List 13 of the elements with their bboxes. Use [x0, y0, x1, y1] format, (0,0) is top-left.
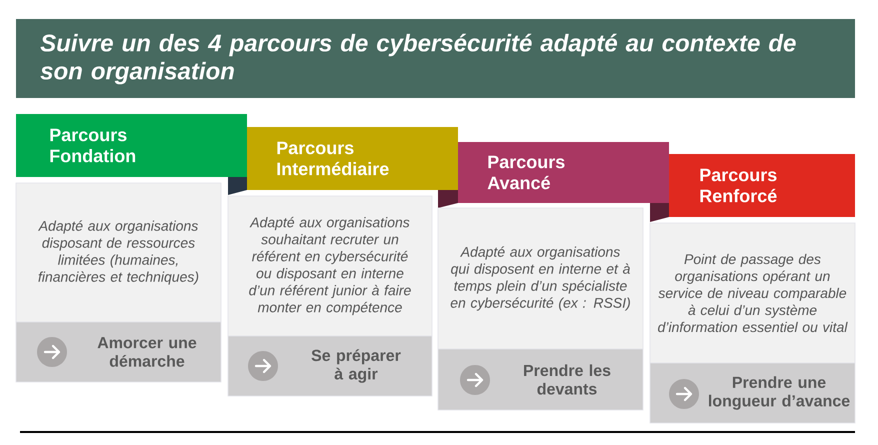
- description-card: Adapté aux organisations qui disposent en interne et à temps plein d’un spécialiste en cybersécurité (ex : RSSI): [438, 208, 644, 350]
- header-ribbon: Parcours Renforcé: [669, 154, 855, 217]
- action-box: Prendre une longueur d’avance: [650, 362, 856, 424]
- header-ribbon: Parcours Fondation: [16, 114, 247, 177]
- header-ribbon: Parcours Avancé: [458, 142, 669, 203]
- action-box: Amorcer une démarche: [16, 322, 222, 382]
- header-ribbon: Parcours Intermédiaire: [247, 127, 458, 190]
- title-banner: Suivre un des 4 parcours de cybersécurité adapté au contexte de son organisation: [16, 19, 855, 98]
- action-box: Prendre les devants: [438, 348, 644, 410]
- description-card: Adapté aux organisations disposant de ressources limitées (humaines, financières et techniques): [16, 182, 222, 322]
- description-card: Point de passage des organisations opérant un service de niveau comparable à celui d’un système d’information essentiel ou vital: [650, 222, 856, 364]
- action-box: Se préparer à agir: [228, 336, 432, 396]
- description-card: Adapté aux organisations souhaitant recruter un référent en cybersécurité ou disposant en interne d’un référent junior à faire monter en compétence: [228, 196, 432, 336]
